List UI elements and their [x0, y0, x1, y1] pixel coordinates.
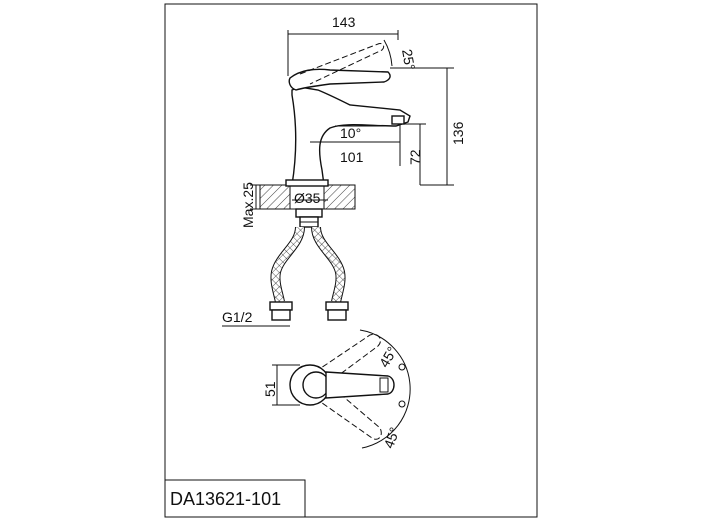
- dim-overall-height: 136: [450, 121, 466, 145]
- sheet-frame: [164, 3, 538, 518]
- top-spout: [325, 371, 395, 399]
- dim-spout-height: 72: [407, 149, 423, 165]
- faucet-base: [285, 179, 329, 187]
- handle-raised-outline: [299, 43, 385, 85]
- faucet-handle: [288, 68, 391, 91]
- aerator: [391, 115, 405, 125]
- handle-swing-left: [313, 333, 381, 379]
- top-view: 51 45° 45°: [262, 329, 411, 450]
- dim-overall-length: 143: [332, 14, 356, 30]
- dim-base-diameter: Ø35: [294, 190, 321, 206]
- dim-top-width: 51: [262, 381, 278, 397]
- hose-fitting-right: [325, 301, 349, 311]
- dim-swing-right: 45°: [380, 425, 402, 450]
- dim-thread: G1/2: [222, 309, 253, 325]
- model-code: DA13621-101: [170, 489, 281, 509]
- dim-swing-left: 45°: [376, 344, 400, 370]
- dim-handle-angle: 25°: [399, 48, 418, 72]
- dim-spout-angle: 10°: [340, 125, 361, 141]
- dim-spout-reach: 101: [340, 149, 364, 165]
- faucet-body: [291, 86, 411, 186]
- side-view: 143 25° 136 10° 101 72 Ø35 Max.25 G1/2: [222, 14, 466, 327]
- hose-fitting-left: [269, 301, 293, 311]
- title-box: [164, 479, 306, 518]
- dim-max-deck: Max.25: [240, 182, 256, 228]
